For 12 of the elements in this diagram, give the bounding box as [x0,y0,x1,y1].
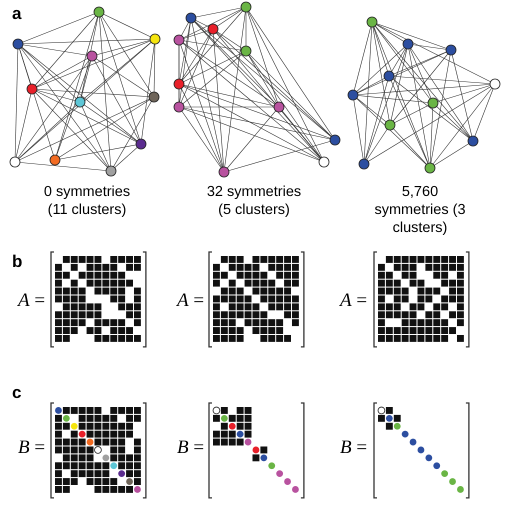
caption: 0 symmetries (11 clusters) [42,183,132,219]
panel-letter: c [12,383,22,403]
matrix-equation-label: A = [18,290,46,312]
matrix-equation-label: B = [177,437,204,459]
matrix-equation-label: B = [340,437,368,459]
matrix-equation-label: B = [18,437,46,459]
panel-letter: b [12,252,22,272]
caption: 5,760 symmetries (3 clusters) [373,183,467,237]
matrix-equation-label: A = [177,290,204,312]
caption: 32 symmetries (5 clusters) [206,183,302,219]
panel-letter: a [12,4,22,24]
matrix-equation-label: A = [340,290,368,312]
